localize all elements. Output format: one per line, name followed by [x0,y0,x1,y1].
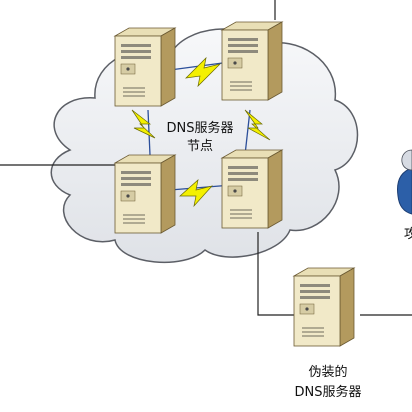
fake-dns-server-icon [293,267,355,347]
lightning-icon-bottom [179,179,214,208]
lightning-bolts [131,56,271,208]
fake-server-label-line1: 伪装的 [308,364,347,380]
attacker-person-icon [397,149,412,215]
lightning-icon-left [131,109,156,139]
lightning-icon-right [244,109,271,141]
dns-server-top-right-icon [221,21,283,101]
dns-server-bottom-right-icon [221,149,283,229]
dns-server-bottom-left-icon [114,154,176,234]
fake-server-label-line2: DNS服务器 [295,384,362,400]
lightning-icon-top [185,56,222,88]
dns-server-top-left-icon [114,27,176,107]
cluster-label-line2: 节点 [187,139,213,154]
edge-partial-label: 攻 [404,227,412,242]
cluster-label-line1: DNS服务器 [167,120,234,136]
wire-to-fake-server [257,232,296,316]
